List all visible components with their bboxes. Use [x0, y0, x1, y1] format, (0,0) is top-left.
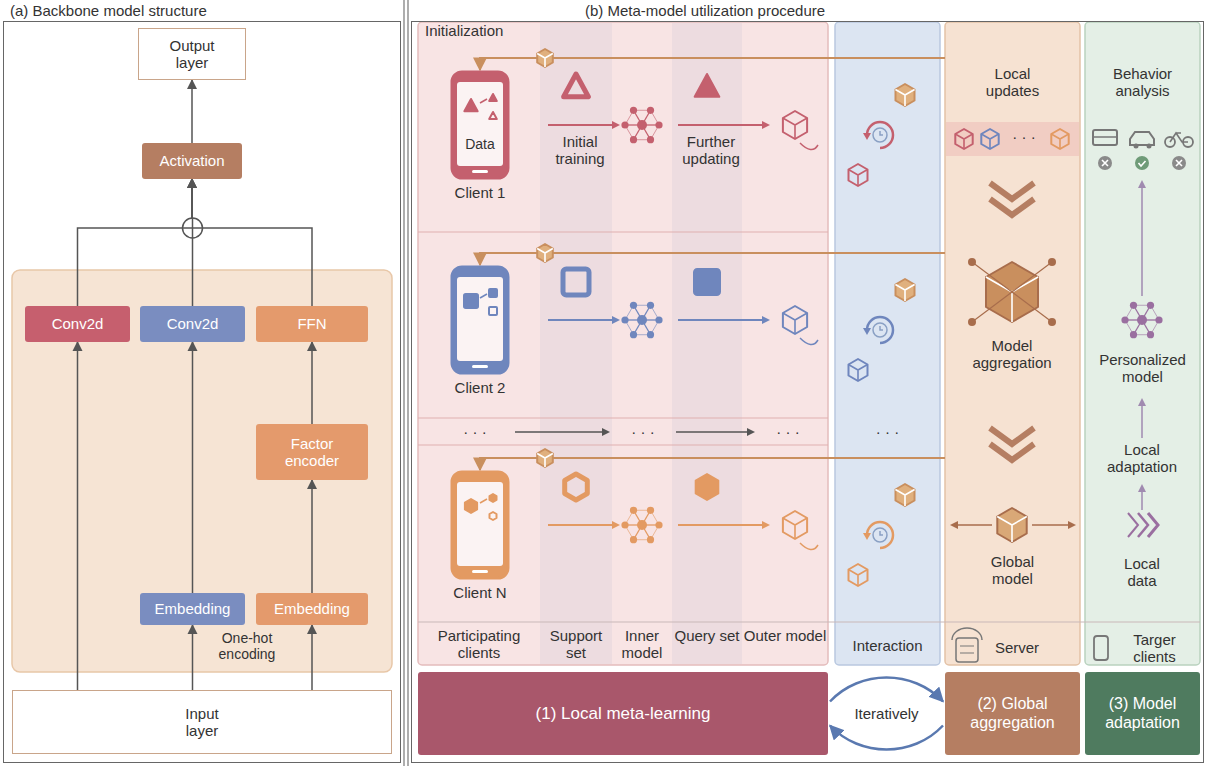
- node-text: Output layer: [162, 37, 222, 72]
- interaction-column: Interaction: [835, 22, 940, 665]
- node-text: Outer model: [742, 628, 828, 645]
- node-text: Conv2d: [52, 315, 104, 332]
- connector: [192, 342, 193, 593]
- node-text: Factor encoder: [272, 435, 352, 470]
- connector-line: [311, 625, 313, 690]
- connector: [312, 342, 313, 424]
- connector-line: [77, 342, 79, 690]
- node-text: Input layer: [172, 705, 232, 740]
- node-text: Embedding: [274, 600, 350, 617]
- node-text: Model aggregation: [962, 338, 1062, 371]
- encoder-box: Factor encoder: [256, 424, 368, 480]
- node-text: Local updates: [975, 66, 1050, 99]
- node-text: Client 2: [440, 379, 520, 396]
- connector-line: [192, 625, 194, 690]
- panel-frame: (b) Meta-model utilization procedurePart…: [412, 22, 1203, 762]
- label-text: Further updating: [675, 133, 747, 168]
- output-layer-box: Output layer: [138, 28, 246, 80]
- node-text: Global model: [975, 554, 1050, 587]
- stage-bar: (3) Model adaptation: [1085, 672, 1200, 755]
- server-column: Local updatesModel aggregationGlobal mod…: [945, 22, 1080, 665]
- node-text: Inner model: [612, 628, 672, 661]
- connector-line: [191, 80, 193, 143]
- input-layer-box: Input layer: [12, 690, 392, 754]
- edge-label: Iteratively: [854, 705, 918, 722]
- node-text: Local adaptation: [1092, 442, 1192, 475]
- label-text: Initialization: [425, 22, 535, 39]
- node-text: Client N: [440, 584, 520, 601]
- connector: [192, 625, 193, 690]
- node-text: Query set: [672, 628, 742, 645]
- label-text: · · ·: [758, 423, 818, 440]
- stage-bar: (1) Local meta-learning: [418, 672, 828, 755]
- connector-line: [311, 342, 313, 424]
- connector-line: [192, 179, 312, 306]
- phone-outline: [440, 70, 520, 180]
- sum-symbol: [183, 218, 203, 238]
- node-text: Data: [440, 136, 520, 152]
- connector-line: [192, 342, 194, 593]
- connector: [830, 678, 943, 750]
- label-text: · · ·: [440, 423, 510, 440]
- connector: [312, 625, 313, 690]
- connector-line: [830, 678, 943, 702]
- node-text: Targer clients: [1112, 632, 1197, 665]
- label-text: One-hot encoding: [207, 630, 287, 662]
- node-text: Personalized model: [1090, 352, 1195, 385]
- connector: [192, 80, 193, 143]
- module-region: [12, 270, 392, 672]
- node-text: Behavior analysis: [1100, 66, 1185, 99]
- meta-learning-region: [418, 22, 828, 665]
- node-text: Activation: [159, 152, 224, 169]
- node-text: Local data: [1112, 556, 1172, 589]
- client-phone: Client N: [440, 470, 520, 606]
- embedding-box: Embedding: [256, 593, 368, 625]
- ffn-box: FFN: [256, 306, 368, 342]
- interaction-column: [835, 22, 940, 665]
- node-text: (2) Global aggregation: [958, 695, 1068, 732]
- stage-bar: (2) Global aggregation: [945, 672, 1080, 755]
- node-text: Server: [982, 640, 1052, 657]
- node-text: Embedding: [155, 600, 231, 617]
- node-text: Interaction: [835, 638, 940, 655]
- label-text: · · ·: [614, 423, 672, 440]
- phone-outline: [440, 470, 520, 580]
- node-text: Participating clients: [418, 628, 540, 661]
- client-phone: Client 2: [440, 265, 520, 401]
- connector: [77, 342, 78, 690]
- conv-box: Conv2d: [140, 306, 245, 342]
- connector: [78, 179, 193, 306]
- connector: [312, 480, 313, 593]
- panel-frame: (a) Backbone model structureOutput layer…: [4, 22, 400, 762]
- connector-line: [78, 179, 193, 306]
- label-text: · · ·: [1004, 128, 1044, 145]
- node-text: Conv2d: [167, 315, 219, 332]
- activation-box: Activation: [142, 143, 242, 179]
- conv-box: Conv2d: [25, 306, 130, 342]
- label-text: Initial training: [545, 133, 615, 168]
- node-text: (1) Local meta-learning: [536, 704, 711, 724]
- node-text: (b) Meta-model utilization procedure: [585, 2, 825, 19]
- node-text: (3) Model adaptation: [1093, 695, 1193, 732]
- connector: [192, 179, 312, 306]
- node-text: Client 1: [440, 184, 520, 201]
- phone-outline: [440, 265, 520, 375]
- adaptation-column: Behavior analysisPersonalized modelLocal…: [1085, 22, 1200, 665]
- node-text: Support set: [540, 628, 612, 661]
- node-text: FFN: [297, 315, 326, 332]
- adaptation-column: [1085, 22, 1200, 665]
- label-text: · · ·: [845, 423, 930, 440]
- meta-learning-region: Participating clientsSupport setInner mo…: [418, 22, 828, 665]
- embedding-box: Embedding: [140, 593, 245, 625]
- connector-line: [830, 726, 943, 750]
- node-text: (a) Backbone model structure: [10, 2, 207, 19]
- connector-line: [311, 480, 313, 593]
- client-phone: DataClient 1: [440, 70, 520, 206]
- server-column: [945, 22, 1080, 665]
